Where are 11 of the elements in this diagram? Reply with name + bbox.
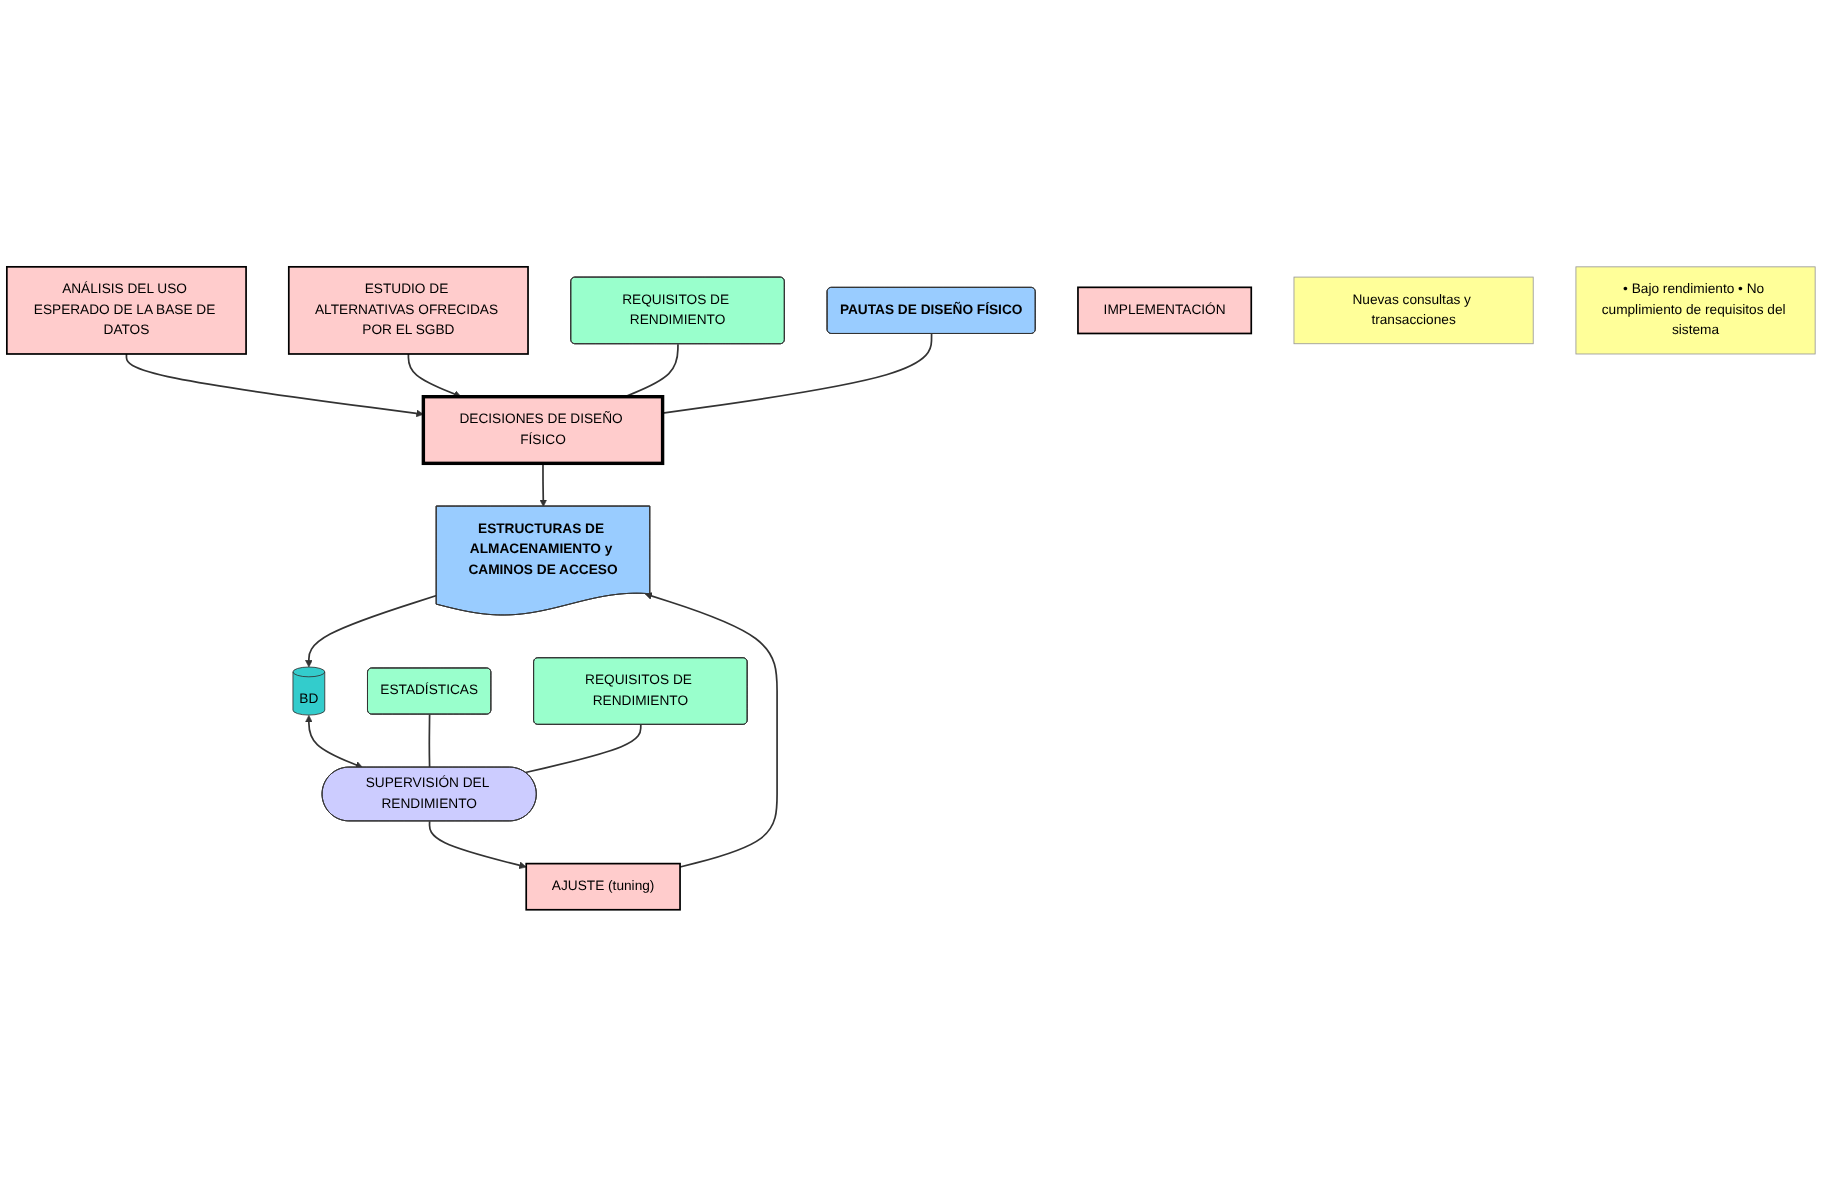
- arrow: [305, 715, 363, 770]
- arrow: [407, 353, 462, 399]
- connector: [624, 344, 679, 399]
- arrow: [428, 821, 527, 870]
- arrow: [539, 463, 548, 508]
- arrow: [644, 593, 778, 869]
- arrow: [305, 595, 438, 669]
- arrow: [125, 353, 424, 418]
- connector: [428, 714, 431, 770]
- connector: [661, 333, 933, 415]
- connector: [524, 724, 642, 775]
